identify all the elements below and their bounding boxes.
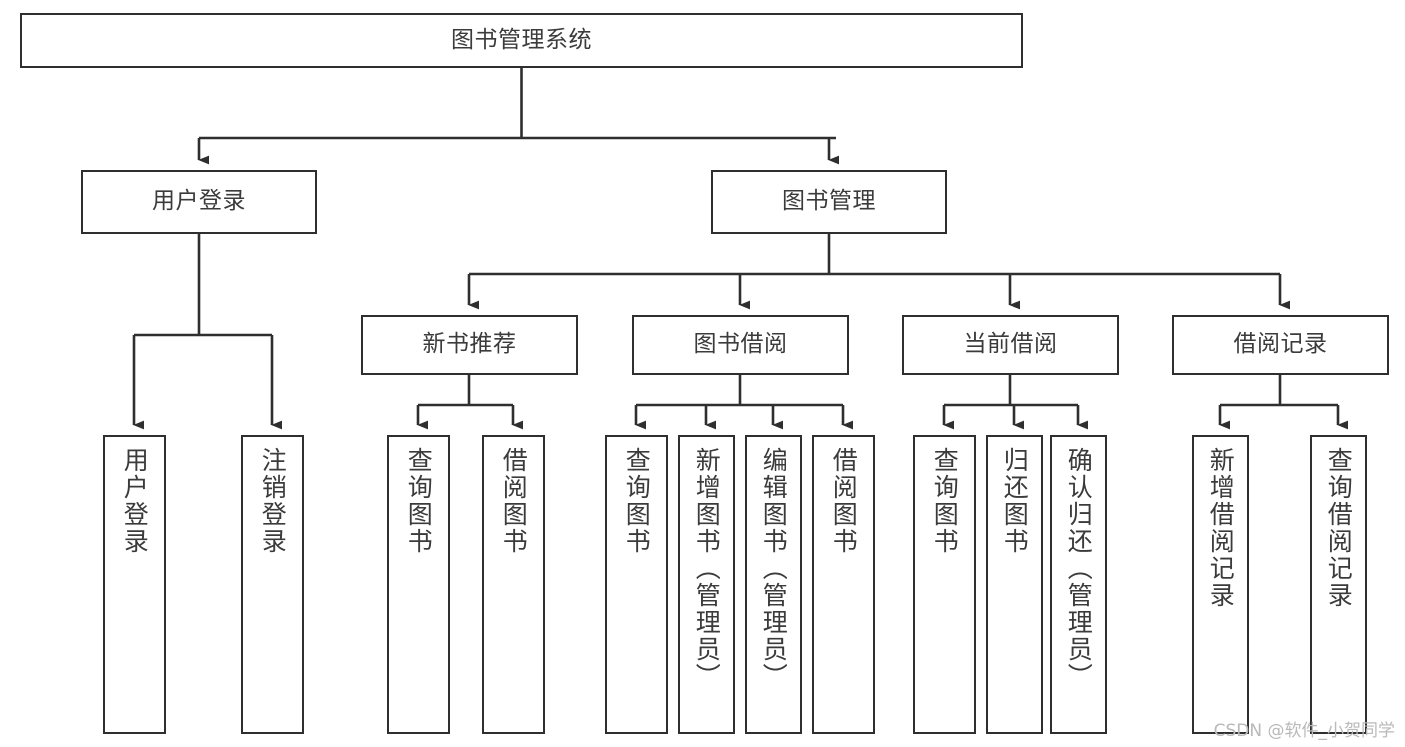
edges-bookmgmt-to-level3 — [467, 234, 1291, 310]
leaf-query-borrow-record[interactable]: 查询借阅记录 — [1310, 435, 1367, 734]
leaf-borrow-book[interactable]: 借阅图书 — [812, 435, 875, 734]
leaf-query-book-current-label: 查询图书 — [930, 447, 960, 555]
leaf-logout[interactable]: 注销登录 — [241, 435, 304, 734]
leaf-user-login-label: 用户登录 — [120, 447, 150, 555]
node-root-label: 图书管理系统 — [451, 26, 592, 53]
node-borrow-record[interactable]: 借阅记录 — [1172, 315, 1389, 375]
leaf-edit-book-admin-label: 编辑图书（管理员） — [759, 447, 789, 690]
node-current-borrow[interactable]: 当前借阅 — [902, 315, 1119, 375]
node-book-borrow[interactable]: 图书借阅 — [632, 315, 849, 375]
edges-userlogin-to-leaves — [132, 234, 283, 430]
leaf-add-borrow-record-label: 新增借阅记录 — [1206, 447, 1236, 609]
leaf-return-book-label: 归还图书 — [1000, 447, 1030, 555]
edges-current-to-leaves — [942, 375, 1089, 430]
leaf-logout-label: 注销登录 — [258, 447, 288, 555]
leaf-query-book-newbook[interactable]: 查询图书 — [387, 435, 450, 734]
leaf-add-borrow-record[interactable]: 新增借阅记录 — [1192, 435, 1249, 734]
node-new-book-recommend-label: 新书推荐 — [422, 331, 517, 358]
leaf-edit-book-admin[interactable]: 编辑图书（管理员） — [745, 435, 802, 734]
node-user-login-label: 用户登录 — [152, 188, 246, 215]
leaf-borrow-book-newbook-label: 借阅图书 — [499, 447, 529, 555]
leaf-add-book-admin[interactable]: 新增图书（管理员） — [678, 435, 735, 734]
leaf-confirm-return-admin-label: 确认归还（管理员） — [1064, 447, 1094, 690]
node-root[interactable]: 图书管理系统 — [20, 13, 1023, 68]
leaf-query-book-newbook-label: 查询图书 — [404, 447, 434, 555]
leaf-query-book-borrow-label: 查询图书 — [622, 447, 652, 555]
leaf-query-book-current[interactable]: 查询图书 — [913, 435, 976, 734]
node-book-borrow-label: 图书借阅 — [693, 331, 788, 358]
edges-borrow-to-leaves — [634, 375, 854, 430]
edges-record-to-leaves — [1218, 375, 1349, 430]
leaf-add-book-admin-label: 新增图书（管理员） — [692, 447, 722, 690]
leaf-confirm-return-admin[interactable]: 确认归还（管理员） — [1050, 435, 1107, 734]
node-borrow-record-label: 借阅记录 — [1233, 331, 1328, 358]
node-book-management[interactable]: 图书管理 — [711, 170, 947, 234]
leaf-return-book[interactable]: 归还图书 — [986, 435, 1043, 734]
edges-newbook-to-leaves — [416, 375, 524, 430]
node-new-book-recommend[interactable]: 新书推荐 — [361, 315, 578, 375]
node-user-login[interactable]: 用户登录 — [81, 170, 317, 234]
node-current-borrow-label: 当前借阅 — [963, 331, 1058, 358]
leaf-user-login[interactable]: 用户登录 — [103, 435, 166, 734]
leaf-query-book-borrow[interactable]: 查询图书 — [605, 435, 668, 734]
leaf-query-borrow-record-label: 查询借阅记录 — [1324, 447, 1354, 609]
node-book-management-label: 图书管理 — [782, 188, 876, 215]
leaf-borrow-book-label: 借阅图书 — [829, 447, 859, 555]
leaf-borrow-book-newbook[interactable]: 借阅图书 — [482, 435, 545, 734]
edges-root-to-level2 — [197, 68, 840, 165]
